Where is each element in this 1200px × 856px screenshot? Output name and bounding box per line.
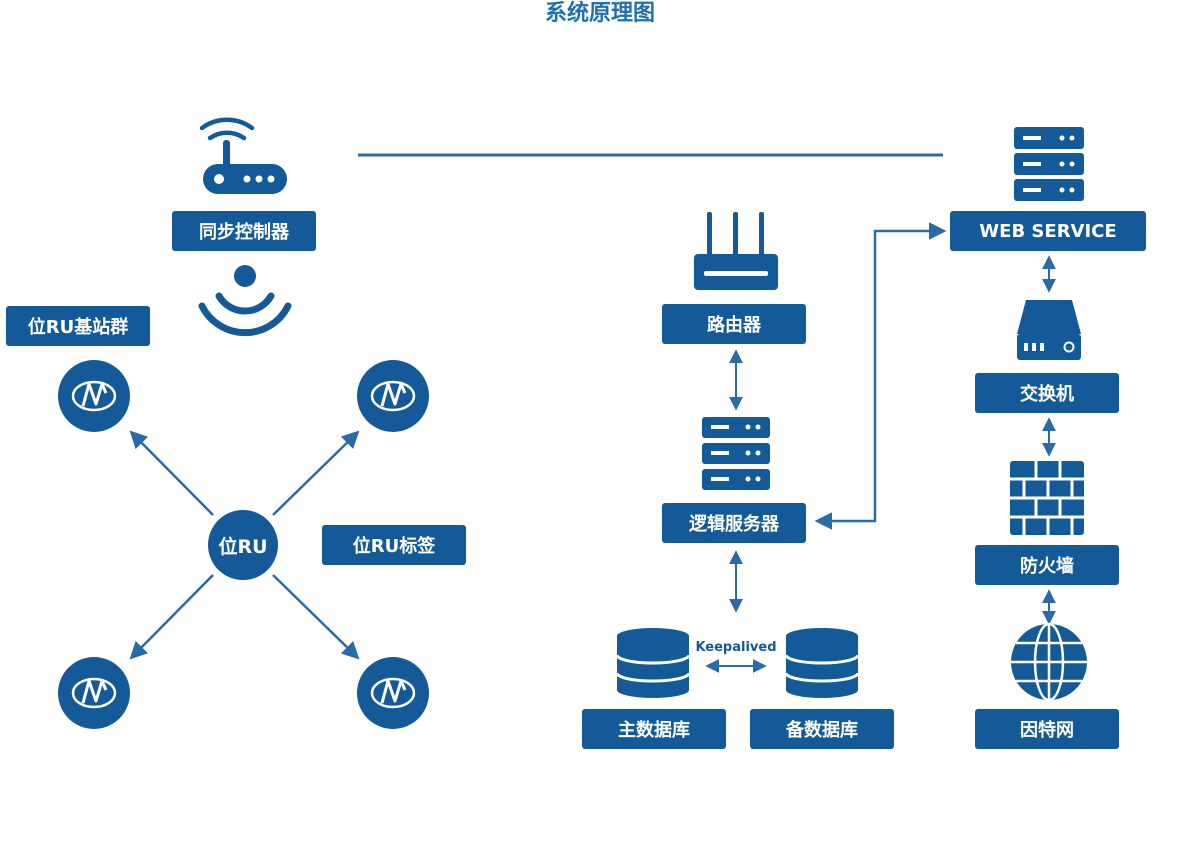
web-service-label: WEB SERVICE — [950, 211, 1146, 251]
base-station-icon — [357, 657, 429, 729]
database-icon — [615, 628, 691, 698]
base-station-icon — [58, 657, 130, 729]
switch-label: 交换机 — [975, 373, 1119, 413]
hub-arrow-bottom-left — [129, 574, 214, 660]
base-station-group-label: 位RU基站群 — [6, 306, 150, 346]
router-label: 路由器 — [662, 304, 806, 344]
wifi-router-icon — [199, 117, 287, 194]
hub-label: 位RU — [218, 535, 268, 558]
diagram-title: 系统原理图 — [544, 1, 655, 26]
server-icon — [1014, 127, 1084, 201]
hub-arrow-top-right — [272, 430, 360, 516]
switch-icon — [1017, 300, 1081, 360]
firewall-label: 防火墙 — [975, 545, 1119, 585]
keepalived-label: Keepalived — [695, 640, 777, 655]
server-icon — [702, 417, 770, 490]
database-icon — [784, 628, 860, 698]
hub-arrow-top-left — [129, 430, 214, 516]
server-web-connector — [814, 222, 947, 530]
sync-controller-label: 同步控制器 — [172, 211, 316, 251]
master-db-label: 主数据库 — [582, 709, 726, 749]
backup-db-label: 备数据库 — [750, 709, 894, 749]
base-station-icon — [58, 360, 130, 432]
firewall-icon — [1010, 461, 1084, 535]
hub-node — [208, 510, 278, 580]
logic-server-label: 逻辑服务器 — [662, 503, 806, 543]
internet-label: 因特网 — [975, 709, 1119, 749]
globe-icon — [1011, 622, 1087, 702]
signal-waves-icon — [198, 265, 292, 337]
router-icon — [694, 212, 778, 290]
hub-arrow-bottom-right — [272, 574, 360, 660]
base-station-icon — [357, 360, 429, 432]
tag-label: 位RU标签 — [322, 525, 466, 565]
